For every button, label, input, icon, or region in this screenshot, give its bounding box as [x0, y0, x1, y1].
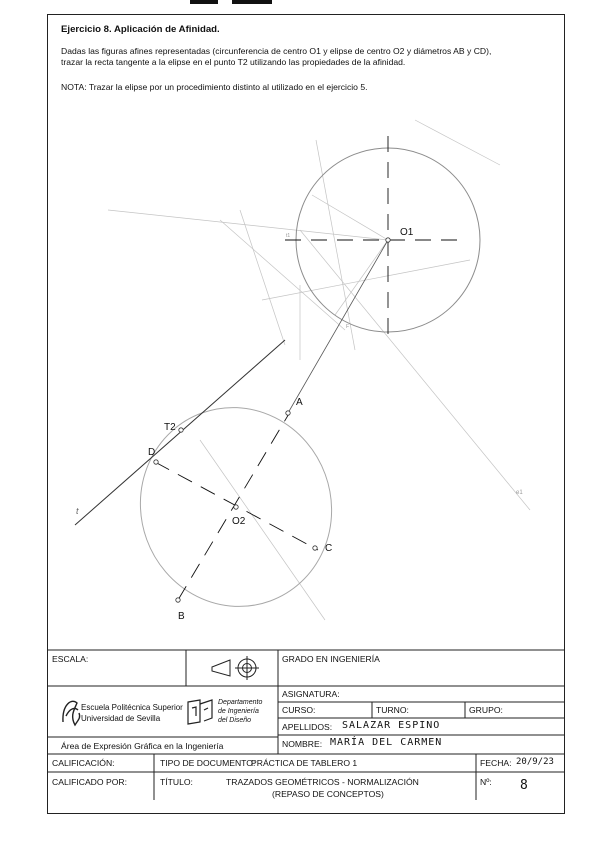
dept-line-1: Departamento: [218, 699, 263, 706]
escala-label: ESCALA:: [52, 654, 89, 664]
titulo-line-1: TRAZADOS GEOMÉTRICOS - NORMALIZACIÓN: [226, 777, 419, 787]
statement-line-2: trazar la recta tangente a la elipse en …: [61, 57, 406, 67]
department-logo-icon: [187, 699, 213, 725]
tangent-line-t: [74, 339, 286, 526]
projection-symbol-icon: [211, 656, 259, 680]
label-small-f: F: [346, 324, 349, 330]
grupo-label: GRUPO:: [469, 705, 503, 715]
label-o2: O2: [232, 516, 246, 527]
label-o1: O1: [400, 227, 414, 238]
numero-label: Nº:: [480, 777, 492, 787]
note-line: NOTA: Trazar la elipse por un procedimie…: [61, 82, 368, 92]
dept-line-2: de Ingeniería: [218, 708, 259, 715]
label-b: B: [178, 611, 185, 622]
school-line-1: Escuela Politécnica Superior: [81, 703, 183, 712]
title-block-grid: [47, 649, 565, 800]
ray-a-o1: [287, 239, 389, 414]
label-a: A: [296, 397, 303, 408]
points: [153, 237, 391, 603]
apellidos-value: SALAZAR ESPINO: [342, 720, 441, 731]
exercise-title: Ejercicio 8. Aplicación de Afinidad.: [61, 24, 220, 35]
titulo-label: TÍTULO:: [160, 777, 193, 787]
school-logo-icon: [62, 700, 81, 727]
school-line-2: Universidad de Sevilla: [81, 714, 161, 723]
curso-label: CURSO:: [282, 705, 316, 715]
label-d: D: [148, 447, 155, 458]
turno-label: TURNO:: [376, 705, 409, 715]
area-label: Área de Expresión Gráfica en la Ingenier…: [61, 741, 224, 751]
circle-axes: [285, 136, 465, 340]
label-c: C: [325, 543, 332, 554]
nombre-value: MARÍA DEL CARMEN: [330, 737, 443, 748]
titulo-line-2: (REPASO DE CONCEPTOS): [272, 789, 384, 799]
label-t2: T2: [164, 422, 176, 433]
fecha-label: FECHA:: [480, 758, 512, 768]
tipo-doc-value: PRÁCTICA DE TABLERO 1: [251, 758, 358, 768]
calificado-label: CALIFICADO POR:: [52, 777, 127, 787]
scan-mark-left: [190, 0, 218, 4]
fecha-value: 20/9/23: [516, 757, 554, 767]
scan-mark-right: [232, 0, 272, 4]
tipo-doc-label: TIPO DE DOCUMENTO:: [160, 758, 256, 768]
dept-line-3: del Diseño: [218, 717, 252, 724]
sheet-frame: [47, 14, 565, 814]
apellidos-label: APELLIDOS:: [282, 722, 333, 732]
label-t: t: [76, 506, 79, 516]
grado-label: GRADO EN INGENIERÍA: [282, 654, 380, 664]
calificacion-label: CALIFICACIÓN:: [52, 758, 115, 768]
numero-value: 8: [520, 778, 529, 793]
statement-line-1: Dadas las figuras afines representadas (…: [61, 46, 492, 56]
asignatura-label: ASIGNATURA:: [282, 689, 340, 699]
nombre-label: NOMBRE:: [282, 739, 323, 749]
construction-lines: [107, 119, 531, 621]
label-t1: t1: [286, 233, 290, 239]
label-e1: e1: [516, 490, 523, 496]
